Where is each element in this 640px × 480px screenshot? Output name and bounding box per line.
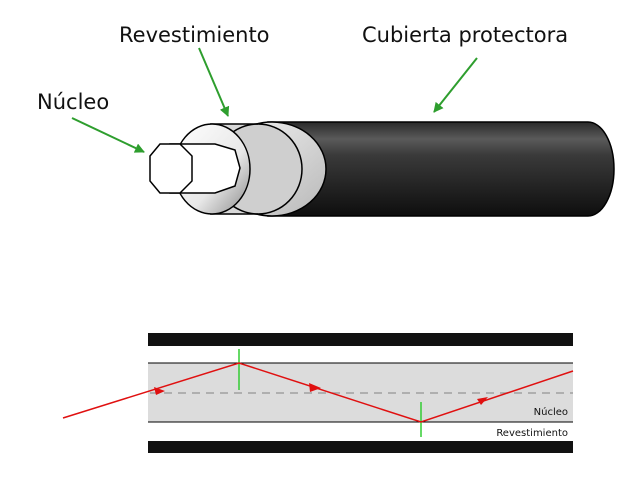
core-label: Núcleo (37, 90, 109, 114)
cladding-bottom-band (148, 422, 573, 441)
jacket-label: Cubierta protectora (362, 23, 568, 47)
jacket-callout: Cubierta protectora (362, 23, 568, 113)
ray-arrow-1 (154, 387, 165, 395)
fiber-cross-section: Núcleo Revestimiento (62, 333, 574, 453)
jacket-bottom-band (148, 441, 573, 453)
core-callout: Núcleo (37, 90, 145, 153)
light-ray (62, 362, 574, 423)
cladding-label: Revestimiento (119, 23, 270, 47)
core-arrow (71, 117, 145, 153)
cross-section-core-label: Núcleo (534, 406, 568, 418)
ray-arrow-3 (477, 397, 488, 405)
jacket-top-band (148, 333, 573, 346)
cladding-arrow (198, 47, 230, 117)
cladding-top-band (148, 346, 573, 363)
ray-arrow-2 (309, 383, 321, 392)
fiber-illustration (149, 121, 615, 217)
core (149, 143, 241, 194)
cladding-callout: Revestimiento (119, 23, 270, 117)
cross-section-cladding-label: Revestimiento (496, 428, 568, 439)
jacket-arrow (433, 57, 478, 113)
